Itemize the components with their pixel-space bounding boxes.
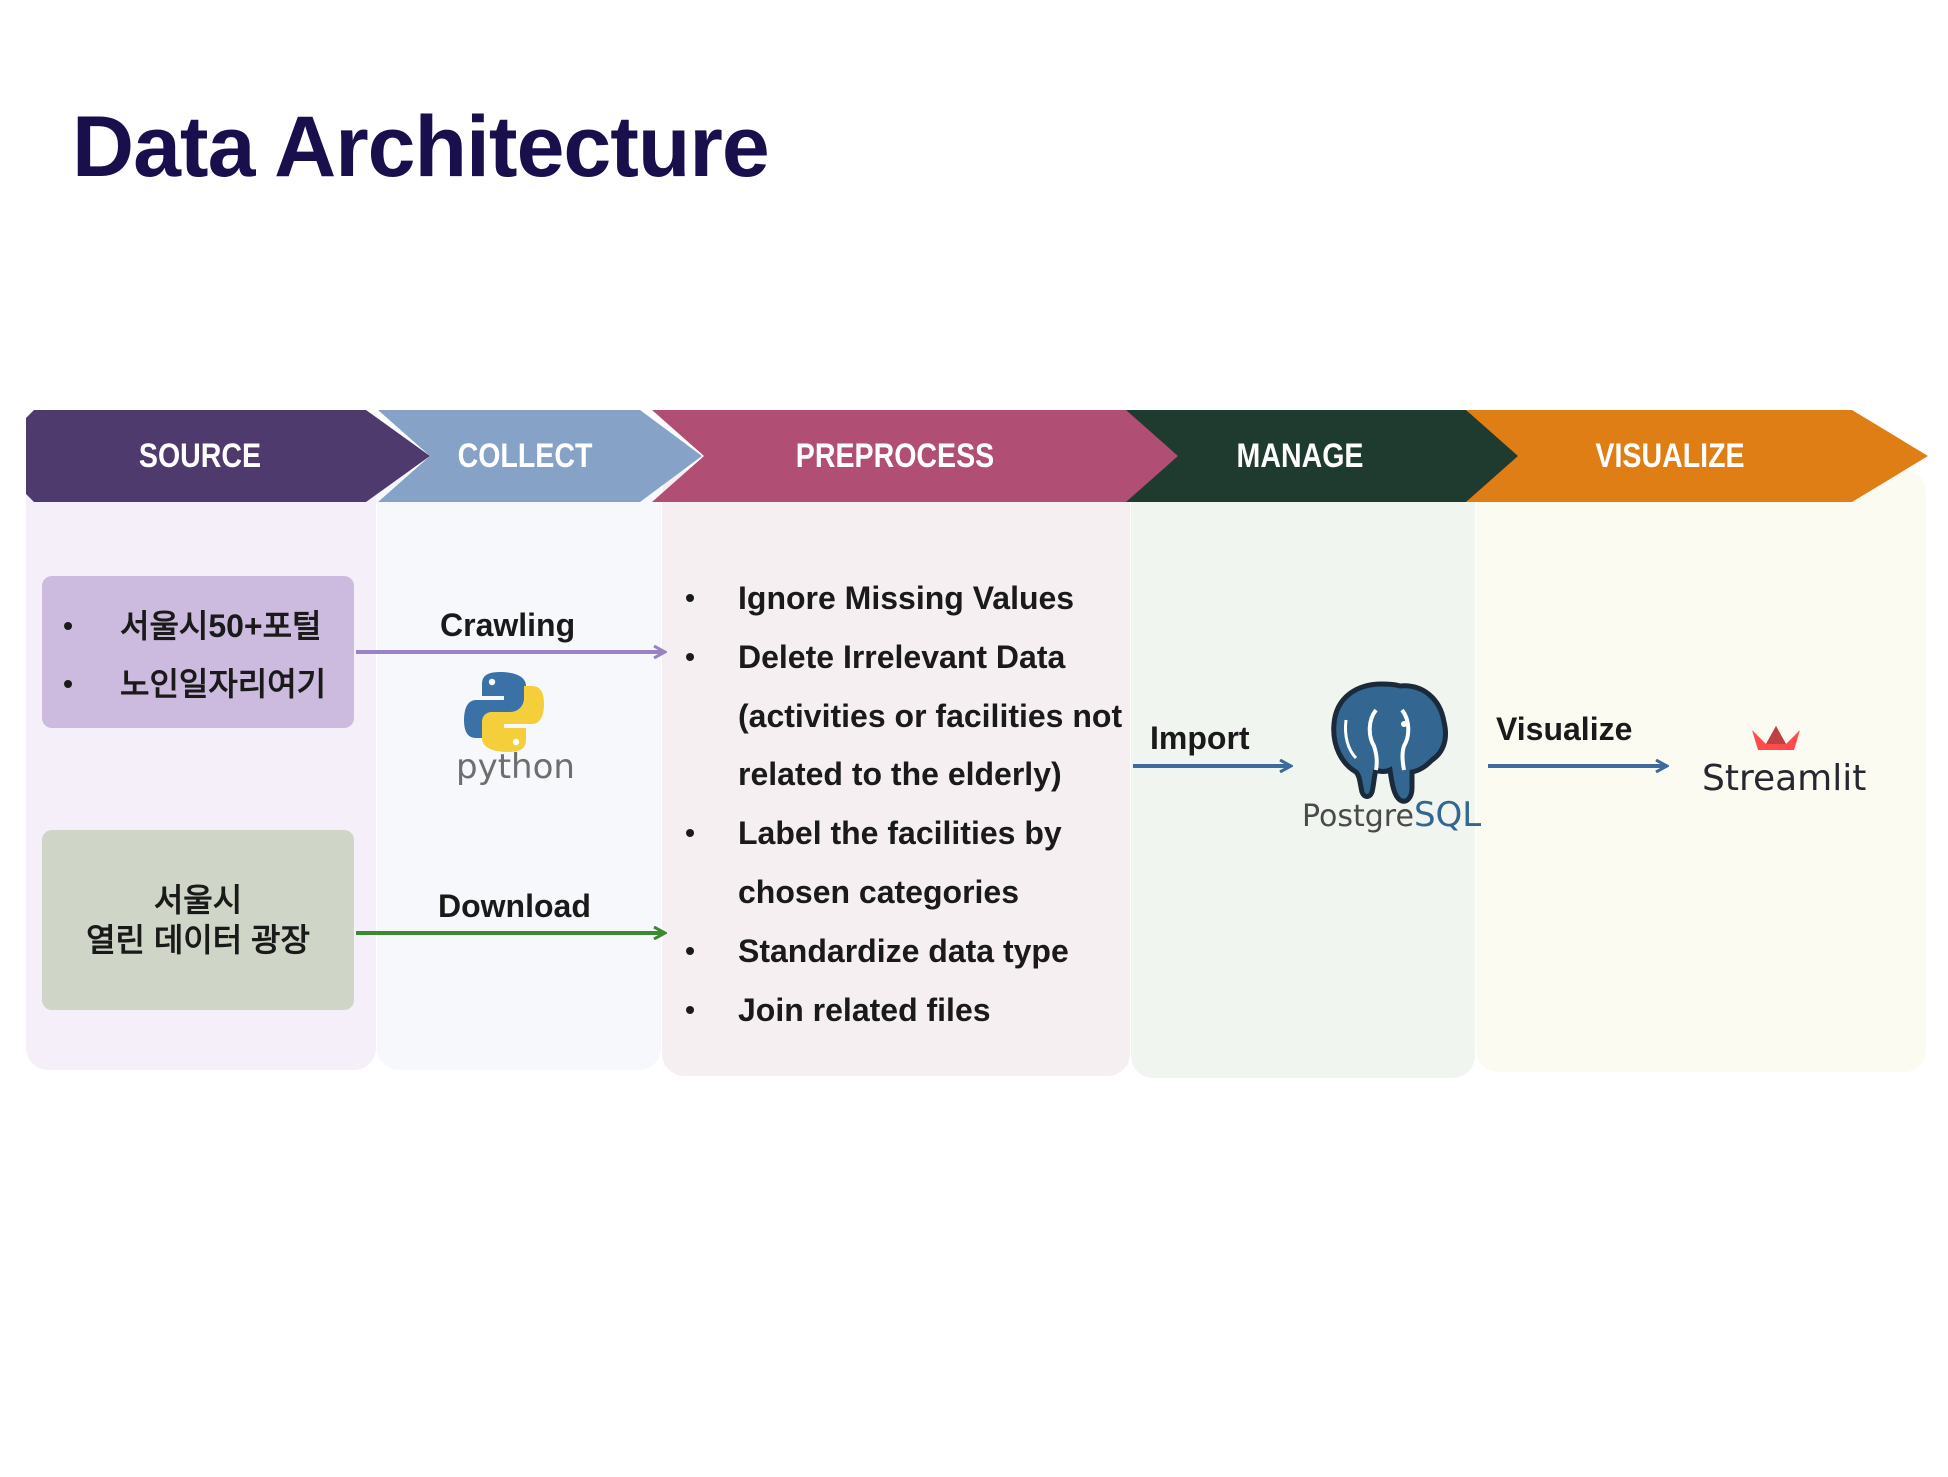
list-item: • 서울시50+포털: [48, 597, 326, 655]
bullet: •: [685, 640, 695, 672]
list-item: • 노인일자리여기: [48, 655, 326, 713]
portal-item-label: 서울시50+포털: [120, 608, 322, 644]
list-item-continuation: chosen categories: [678, 863, 1122, 922]
streamlit-logo-icon: [1752, 726, 1800, 750]
stage-label-source: SOURCE: [138, 437, 262, 475]
list-item: • Join related files: [678, 981, 1122, 1040]
list-item-continuation: related to the elderly): [678, 745, 1122, 804]
step-text: Label the facilities by: [738, 815, 1062, 852]
list-item: • Delete Irrelevant Data: [678, 628, 1122, 687]
download-label: Download: [438, 888, 591, 924]
manage-panel: [1131, 470, 1475, 1078]
source-chevron: [26, 410, 430, 502]
stage-label-manage: MANAGE: [1236, 437, 1364, 475]
step-text: Ignore Missing Values: [738, 580, 1075, 616]
stage-label-collect: COLLECT: [457, 437, 593, 475]
preprocess-steps: • Ignore Missing Values • Delete Irrelevan…: [678, 569, 1122, 1039]
manage-chevron: [1126, 410, 1530, 502]
collect-chevron: [378, 410, 702, 502]
step-text: Join related files: [738, 991, 991, 1028]
bullet: •: [685, 934, 695, 966]
stage-label-preprocess: PREPROCESS: [795, 437, 995, 475]
bullet: •: [63, 610, 73, 641]
list-item: • Standardize data type: [678, 922, 1122, 981]
postgresql-logo-text: PostgreSQL: [1302, 795, 1481, 835]
portal-source-box: [42, 576, 354, 728]
step-text: Delete Irrelevant Data: [738, 638, 1066, 675]
list-item: • Ignore Missing Values: [678, 569, 1122, 628]
step-text: related to the elderly): [738, 756, 1062, 793]
list-item: • Label the facilities by: [678, 804, 1122, 863]
step-text: Standardize data type: [738, 932, 1069, 969]
bullet: •: [685, 993, 695, 1025]
bullet: •: [63, 668, 73, 699]
visualize-chevron: [1466, 410, 1928, 502]
import-label: Import: [1150, 720, 1250, 756]
step-text: (activities or facilities not: [738, 697, 1123, 734]
sql-wordmark: SQL: [1414, 795, 1481, 835]
open-data-line1: 서울시: [153, 882, 243, 918]
stage-label-visualize: VISUALIZE: [1595, 437, 1745, 475]
step-text: chosen categories: [738, 873, 1019, 910]
preprocess-panel: [662, 470, 1130, 1076]
postgresql-elephant-icon: [1331, 681, 1448, 804]
open-data-source-box: [42, 830, 354, 1010]
preprocess-chevron: [652, 410, 1206, 502]
python-logo-text: python: [456, 747, 575, 787]
bullet: •: [685, 817, 695, 849]
streamlit-logo-text: Streamlit: [1702, 758, 1866, 799]
python-logo-icon: [464, 672, 544, 752]
crawling-label: Crawling: [440, 607, 576, 643]
portal-item-label: 노인일자리여기: [120, 666, 327, 702]
list-item-continuation: (activities or facilities not: [678, 687, 1122, 746]
visualize-panel: [1476, 470, 1926, 1072]
open-data-line2: 열린 데이터 광장: [86, 922, 310, 958]
visualize-label: Visualize: [1496, 711, 1633, 747]
open-data-label: 서울시 열린 데이터 광장: [42, 880, 354, 960]
postgre-wordmark: Postgre: [1302, 799, 1414, 834]
page-title: Data Architecture: [72, 99, 770, 195]
collect-panel: [377, 470, 661, 1070]
portal-list: • 서울시50+포털 • 노인일자리여기: [48, 597, 326, 713]
bullet: •: [685, 582, 695, 613]
